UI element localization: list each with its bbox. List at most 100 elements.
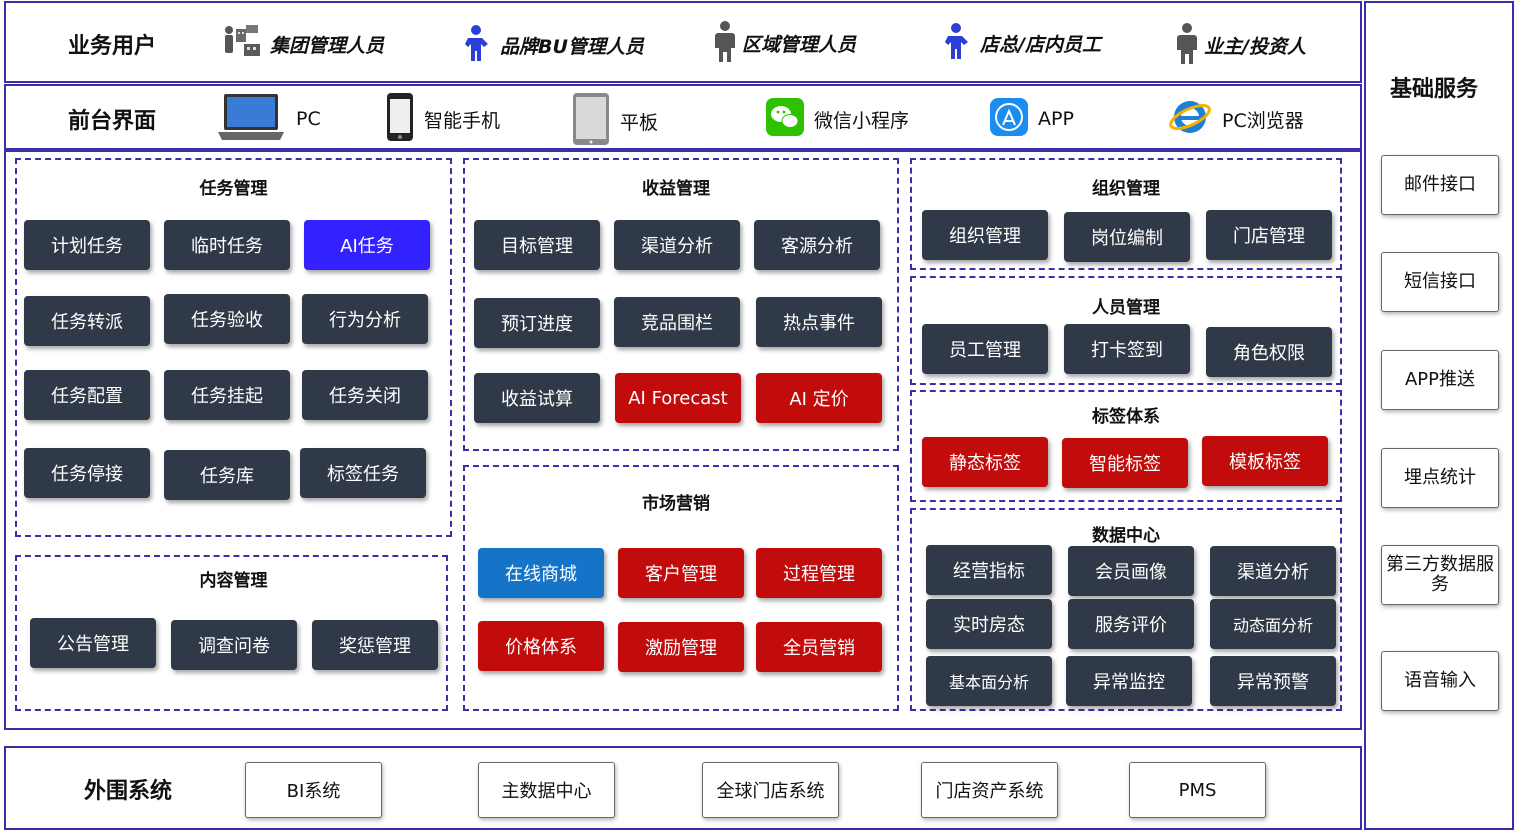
module-button[interactable]: 模板标签 xyxy=(1202,436,1328,486)
module-button[interactable]: 任务库 xyxy=(164,450,290,500)
content-management-title: 内容管理 xyxy=(199,571,268,591)
device-tablet-label: 平板 xyxy=(620,111,659,134)
module-button[interactable]: 标签任务 xyxy=(300,448,426,498)
module-button[interactable]: 静态标签 xyxy=(922,437,1048,487)
module-button[interactable]: 员工管理 xyxy=(922,324,1048,374)
user-store-staff: 店总/店内员工 xyxy=(942,22,1101,64)
module-button[interactable]: 智能标签 xyxy=(1062,438,1188,488)
device-app-label: APP xyxy=(1038,108,1074,130)
device-wechat-miniprogram: 微信小程序 xyxy=(766,98,909,140)
service-button[interactable]: 短信接口 xyxy=(1381,252,1499,312)
module-button[interactable]: AI任务 xyxy=(304,220,430,270)
users-row xyxy=(4,1,1362,83)
module-button[interactable]: 公告管理 xyxy=(30,618,156,668)
app-store-icon xyxy=(990,98,1028,140)
module-button[interactable]: 收益试算 xyxy=(474,373,600,423)
service-button[interactable]: APP推送 xyxy=(1381,350,1499,410)
device-pc: PC xyxy=(216,92,321,146)
module-button[interactable]: 热点事件 xyxy=(756,297,882,347)
laptop-icon xyxy=(216,92,286,146)
peripheral-button[interactable]: 门店资产系统 xyxy=(921,762,1058,818)
module-button[interactable]: 任务停接 xyxy=(24,448,150,498)
data-center-title: 数据中心 xyxy=(1092,526,1160,546)
module-button[interactable]: AI 定价 xyxy=(756,373,882,423)
module-button[interactable]: 计划任务 xyxy=(24,220,150,270)
module-button[interactable]: 经营指标 xyxy=(926,545,1052,595)
module-button[interactable]: 调查问卷 xyxy=(171,620,297,670)
base-services-title: 基础服务 xyxy=(1390,77,1479,102)
peripheral-button[interactable]: PMS xyxy=(1129,762,1266,818)
frontend-row xyxy=(4,84,1362,150)
staff-section xyxy=(910,276,1342,385)
module-button[interactable]: 任务配置 xyxy=(24,370,150,420)
data-center-section xyxy=(910,508,1342,711)
module-button[interactable]: 奖惩管理 xyxy=(312,620,438,670)
device-pc-label: PC xyxy=(296,108,321,130)
marketing-section xyxy=(463,465,899,711)
module-button[interactable]: 预订进度 xyxy=(474,298,600,348)
service-button[interactable]: 邮件接口 xyxy=(1381,155,1499,215)
service-button[interactable]: 语音输入 xyxy=(1381,651,1499,711)
device-phone: 智能手机 xyxy=(386,92,500,146)
module-button[interactable]: 任务验收 xyxy=(164,294,290,344)
peripheral-button[interactable]: BI系统 xyxy=(245,762,382,818)
content-management-section xyxy=(15,555,448,711)
module-button[interactable]: 在线商城 xyxy=(478,548,604,598)
service-button[interactable]: 第三方数据服务 xyxy=(1381,545,1499,605)
user-group-management: 集团管理人员 xyxy=(222,24,384,64)
person-icon xyxy=(1176,22,1198,68)
wechat-icon xyxy=(766,98,804,140)
smartphone-icon xyxy=(386,92,414,146)
module-button[interactable]: 动态面分析 xyxy=(1210,599,1336,649)
module-button[interactable]: 服务评价 xyxy=(1068,599,1194,649)
module-button[interactable]: 渠道分析 xyxy=(614,220,740,270)
device-wechat-label: 微信小程序 xyxy=(814,109,910,132)
module-button[interactable]: 角色权限 xyxy=(1206,327,1332,377)
module-button[interactable]: 岗位编制 xyxy=(1064,212,1190,262)
revenue-management-section xyxy=(463,158,899,451)
module-button[interactable]: 临时任务 xyxy=(164,220,290,270)
user-group-management-label: 集团管理人员 xyxy=(270,34,385,57)
module-button[interactable]: 异常预警 xyxy=(1210,656,1336,706)
module-button[interactable]: 客源分析 xyxy=(754,220,880,270)
module-button[interactable]: 竞品围栏 xyxy=(614,297,740,347)
module-button[interactable]: 组织管理 xyxy=(922,210,1048,260)
device-pc-browser: PC浏览器 xyxy=(1168,96,1304,142)
user-brand-bu: 品牌BU管理人员 xyxy=(462,24,644,66)
module-button[interactable]: 实时房态 xyxy=(926,599,1052,649)
device-tablet: 平板 xyxy=(572,92,658,150)
module-button[interactable]: 激励管理 xyxy=(618,622,744,672)
user-brand-bu-label: 品牌BU管理人员 xyxy=(500,35,644,58)
module-button[interactable]: 任务关闭 xyxy=(302,370,428,420)
user-store-staff-label: 店总/店内员工 xyxy=(980,33,1101,56)
module-button[interactable]: 客户管理 xyxy=(618,548,744,598)
marketing-title: 市场营销 xyxy=(642,494,710,514)
module-button[interactable]: 异常监控 xyxy=(1066,656,1192,706)
module-button[interactable]: 门店管理 xyxy=(1206,210,1332,260)
person-icon xyxy=(942,22,974,64)
module-button[interactable]: 过程管理 xyxy=(756,548,882,598)
device-app: APP xyxy=(990,98,1074,140)
peripheral-row-label: 外围系统 xyxy=(84,779,173,804)
staff-title: 人员管理 xyxy=(1092,298,1160,318)
tablet-icon xyxy=(572,92,610,150)
module-button[interactable]: 渠道分析 xyxy=(1210,546,1336,596)
module-button[interactable]: 任务转派 xyxy=(24,296,150,346)
module-button[interactable]: 打卡签到 xyxy=(1064,324,1190,374)
peripheral-button[interactable]: 主数据中心 xyxy=(478,762,615,818)
module-button[interactable]: AI Forecast xyxy=(615,373,741,423)
module-button[interactable]: 价格体系 xyxy=(478,621,604,671)
user-owner-investor: 业主/投资人 xyxy=(1176,22,1306,68)
peripheral-button[interactable]: 全球门店系统 xyxy=(702,762,839,818)
tag-system-title: 标签体系 xyxy=(1092,407,1160,427)
task-management-title: 任务管理 xyxy=(199,179,268,199)
module-button[interactable]: 会员画像 xyxy=(1068,546,1194,596)
frontend-row-label: 前台界面 xyxy=(68,109,157,134)
service-button[interactable]: 埋点统计 xyxy=(1381,448,1499,508)
revenue-management-title: 收益管理 xyxy=(642,179,710,199)
module-button[interactable]: 任务挂起 xyxy=(164,370,290,420)
module-button[interactable]: 目标管理 xyxy=(474,220,600,270)
module-button[interactable]: 全员营销 xyxy=(756,622,882,672)
module-button[interactable]: 基本面分析 xyxy=(926,656,1052,706)
module-button[interactable]: 行为分析 xyxy=(302,294,428,344)
